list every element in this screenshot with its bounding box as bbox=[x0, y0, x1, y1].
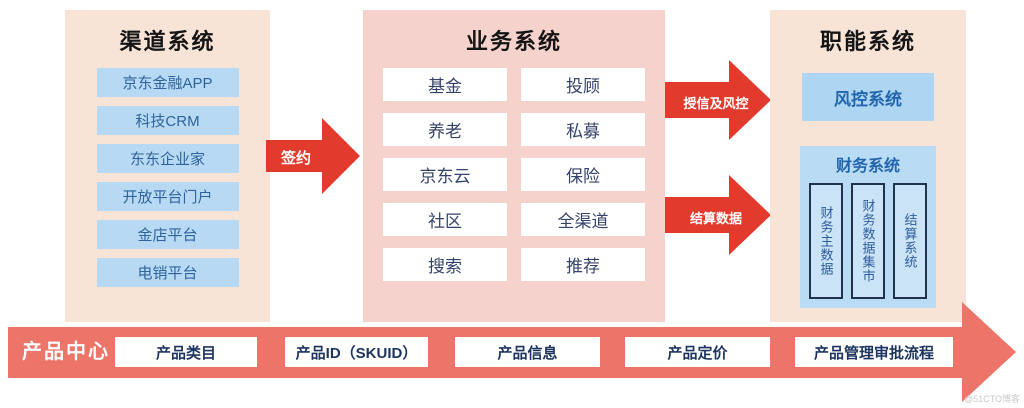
business-item-fund: 基金 bbox=[383, 68, 507, 101]
credit-risk-arrow-body bbox=[665, 82, 729, 118]
business-system-grid: 基金 投顾 养老 私募 京东云 保险 社区 全渠道 搜索 推荐 bbox=[363, 56, 665, 281]
credit-risk-arrow: 授信及风控 bbox=[665, 60, 771, 140]
product-center-title: 产品中心 bbox=[22, 341, 110, 363]
credit-risk-arrow-head bbox=[729, 60, 771, 140]
business-item-community: 社区 bbox=[383, 203, 507, 236]
watermark: @51CTO博客 bbox=[964, 394, 1020, 404]
risk-control-system-box: 风控系统 bbox=[802, 73, 934, 121]
banner-item-product-category: 产品类目 bbox=[115, 337, 257, 367]
channel-item-telesales-platform: 电销平台 bbox=[96, 258, 239, 287]
credit-risk-arrow-label: 授信及风控 bbox=[683, 96, 749, 111]
functional-system-title: 职能系统 bbox=[819, 29, 916, 54]
settlement-data-arrow-body bbox=[665, 197, 729, 233]
business-item-insurance: 保险 bbox=[521, 158, 645, 191]
settlement-data-arrow: 结算数据 bbox=[665, 175, 771, 255]
business-item-jd-cloud: 京东云 bbox=[383, 158, 507, 191]
business-item-pension: 养老 bbox=[383, 113, 507, 146]
business-item-investment-advisory: 投顾 bbox=[521, 68, 645, 101]
banner-item-product-approval-flow: 产品管理审批流程 bbox=[795, 337, 953, 367]
finance-item-data-mart: 财务数据集市 bbox=[851, 183, 885, 299]
sign-arrow: 签约 bbox=[266, 118, 360, 194]
product-center-banner-arrowhead bbox=[962, 302, 1016, 402]
channel-item-tech-crm: 科技CRM bbox=[96, 106, 239, 135]
sign-arrow-label: 签约 bbox=[280, 150, 311, 167]
channel-system-list: 京东金融APP 科技CRM 东东企业家 开放平台门户 金店平台 电销平台 bbox=[65, 68, 270, 296]
channel-item-open-platform-portal: 开放平台门户 bbox=[96, 182, 239, 211]
settlement-data-arrow-label: 结算数据 bbox=[689, 211, 742, 226]
finance-system-box: 财务系统 财务主数据 财务数据集市 结算系统 bbox=[800, 146, 936, 308]
channel-item-gold-shop-platform: 金店平台 bbox=[96, 220, 239, 249]
business-system-title: 业务系统 bbox=[465, 29, 562, 54]
finance-system-title: 财务系统 bbox=[835, 158, 900, 175]
banner-item-product-id-skuid: 产品ID（SKUID） bbox=[285, 337, 428, 367]
banner-item-product-pricing: 产品定价 bbox=[625, 337, 770, 367]
channel-system-panel: 渠道系统 京东金融APP 科技CRM 东东企业家 开放平台门户 金店平台 电销平… bbox=[65, 10, 270, 322]
finance-system-row: 财务主数据 财务数据集市 结算系统 bbox=[800, 176, 936, 299]
business-item-search: 搜索 bbox=[383, 248, 507, 281]
settlement-data-arrow-head bbox=[729, 175, 771, 255]
sign-arrow-body bbox=[266, 140, 322, 172]
business-item-private-equity: 私募 bbox=[521, 113, 645, 146]
functional-system-panel: 职能系统 风控系统 财务系统 财务主数据 财务数据集市 结算系统 bbox=[770, 10, 966, 322]
finance-item-master-data: 财务主数据 bbox=[809, 183, 843, 299]
banner-item-product-info: 产品信息 bbox=[455, 337, 600, 367]
channel-system-title: 渠道系统 bbox=[119, 29, 216, 54]
business-item-omnichannel: 全渠道 bbox=[521, 203, 645, 236]
channel-item-dongdong-entrepreneur: 东东企业家 bbox=[96, 144, 239, 173]
finance-item-settlement-system: 结算系统 bbox=[893, 183, 927, 299]
channel-item-jd-finance-app: 京东金融APP bbox=[96, 68, 239, 97]
sign-arrow-head bbox=[322, 118, 360, 194]
business-item-recommendation: 推荐 bbox=[521, 248, 645, 281]
business-system-panel: 业务系统 基金 投顾 养老 私募 京东云 保险 社区 全渠道 搜索 推荐 bbox=[363, 10, 665, 322]
